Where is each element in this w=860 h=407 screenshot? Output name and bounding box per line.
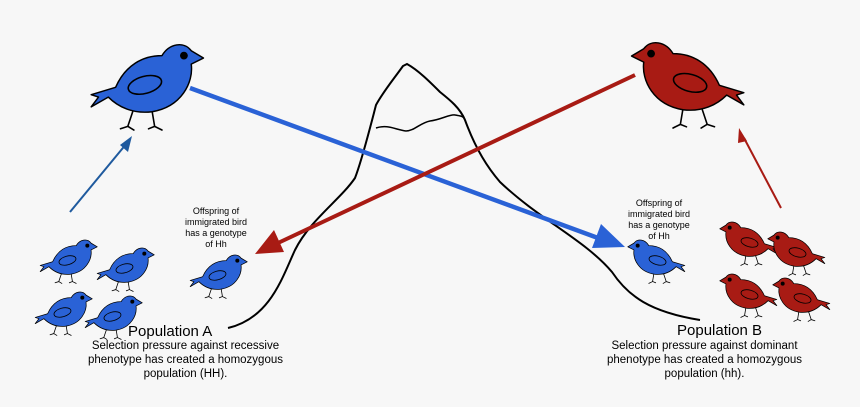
population-a-title: Population A xyxy=(128,323,213,340)
offspring-right-line: Offspring of xyxy=(635,198,683,208)
offspring-right-label: Offspring of immigrated bird has a genot… xyxy=(623,198,695,242)
population-b-bird xyxy=(719,273,778,318)
large-red-bird xyxy=(630,41,745,129)
population-a-description-line: population (HH). xyxy=(143,368,228,380)
blue-up-arrow xyxy=(69,136,132,213)
population-a-bird xyxy=(39,239,98,284)
offspring-blue-bird-left xyxy=(189,254,248,299)
mountain-outline xyxy=(227,62,701,329)
population-b-description: Selection pressure against dominant phen… xyxy=(592,339,817,381)
population-a-bird xyxy=(96,247,155,292)
offspring-left-line: Offspring of xyxy=(192,206,240,216)
population-b-bird xyxy=(767,231,826,276)
blue-migration-arrow xyxy=(189,85,625,248)
offspring-left-label: Offspring of immigrated bird has a genot… xyxy=(180,206,252,250)
offspring-left-line: has a genotype xyxy=(185,228,247,238)
population-b-bird xyxy=(772,277,831,322)
population-b-description-line: population (hh). xyxy=(664,368,745,380)
offspring-right-line: immigrated bird xyxy=(627,209,691,219)
population-b-title: Population B xyxy=(677,322,763,339)
large-blue-bird xyxy=(90,43,205,131)
red-migration-arrow xyxy=(255,73,636,254)
offspring-left-line: of Hh xyxy=(205,239,227,249)
population-a-bird xyxy=(34,291,93,336)
offspring-blue-bird-right xyxy=(627,239,686,284)
offspring-right-line: of Hh xyxy=(648,231,670,241)
mountain-snowline xyxy=(375,114,466,132)
red-up-arrow xyxy=(738,128,782,209)
offspring-left-line: immigrated bird xyxy=(184,217,248,227)
offspring-right-line: has a genotype xyxy=(628,220,690,230)
population-a-description: Selection pressure against recessive phe… xyxy=(68,339,303,381)
population-b-description-line: Selection pressure against dominant xyxy=(611,340,798,352)
population-b-bird xyxy=(719,221,778,266)
population-a-description-line: phenotype has created a homozygous xyxy=(88,354,283,366)
population-b-description-line: phenotype has created a homozygous xyxy=(607,354,802,366)
population-a-description-line: Selection pressure against recessive xyxy=(91,340,280,352)
